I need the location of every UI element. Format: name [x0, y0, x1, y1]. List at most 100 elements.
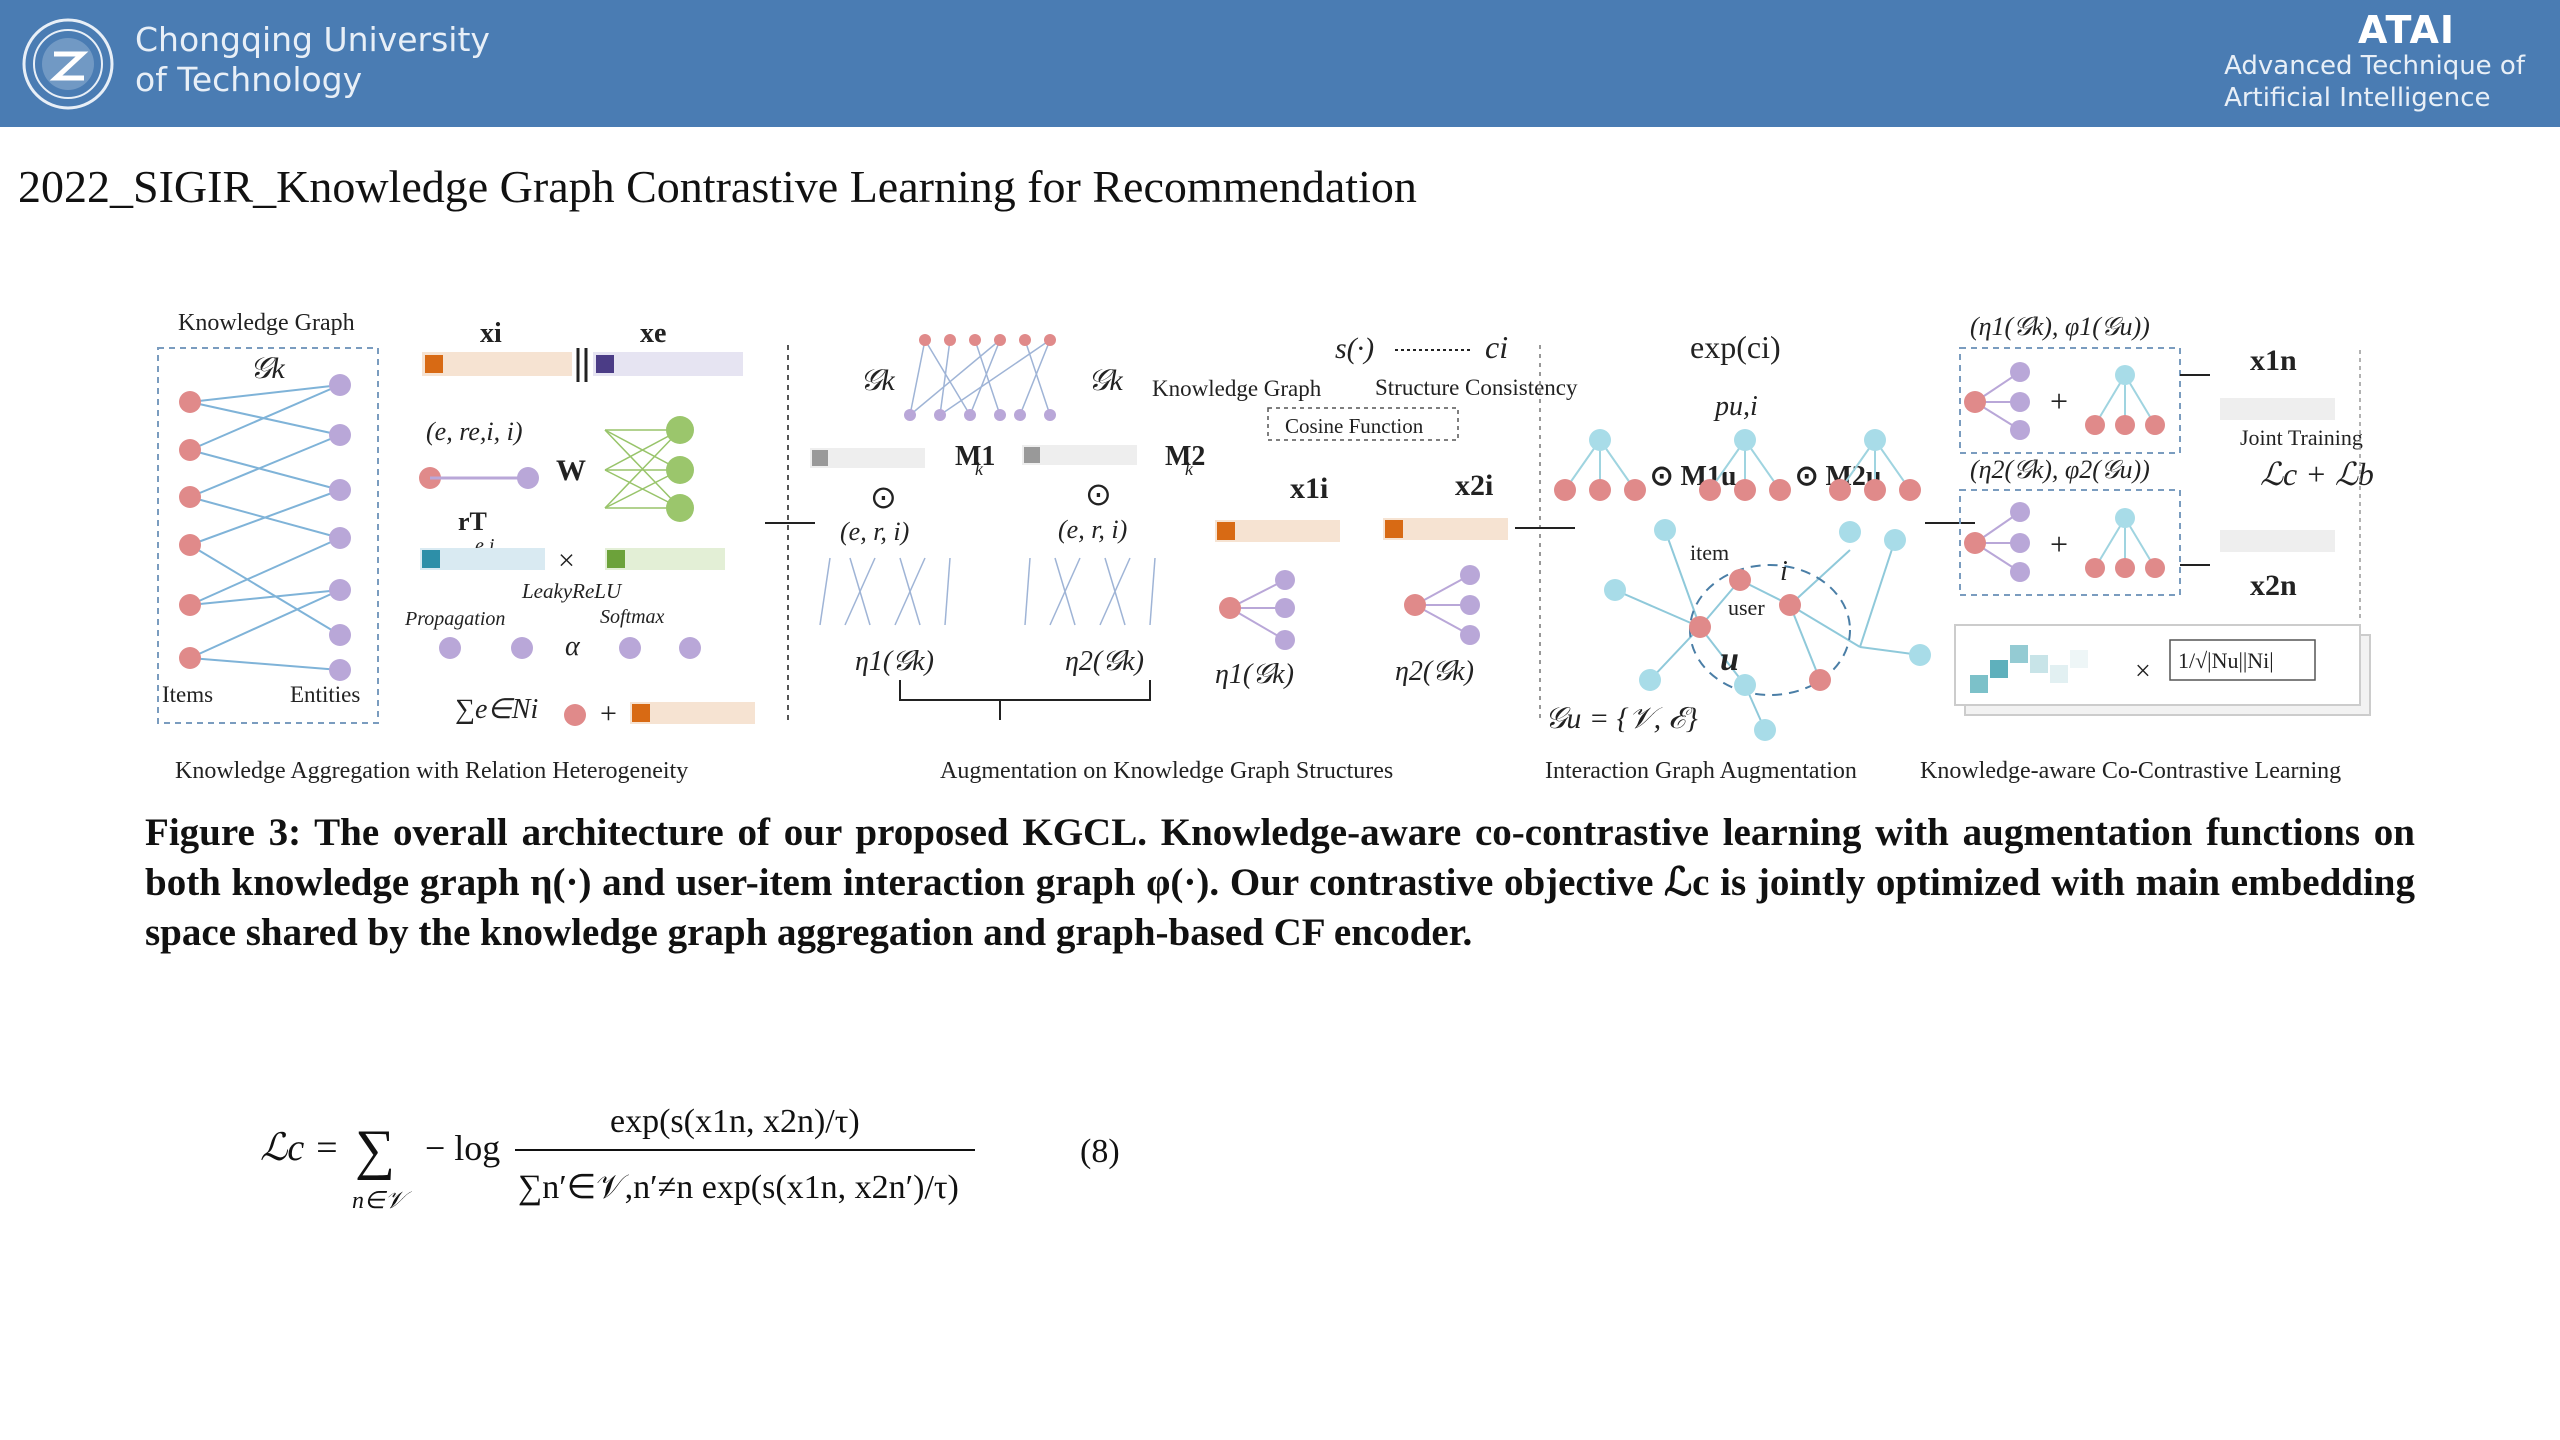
kg-box	[157, 347, 379, 724]
ci-label: ci	[1485, 329, 1508, 365]
w-cell	[607, 550, 625, 568]
eta1-graph-edges	[819, 557, 951, 626]
m2-sub: k	[1185, 459, 1194, 479]
top-plus: +	[2050, 383, 2068, 419]
kg-sample-bottom	[904, 409, 1056, 421]
xe-cell	[596, 355, 614, 373]
xn1-vector	[2220, 398, 2335, 420]
merge-bracket	[899, 680, 1151, 701]
odot-left: ⊙	[870, 479, 897, 515]
entities-label: Entities	[290, 682, 360, 707]
eq-sum-sub: n∈𝒱	[352, 1188, 413, 1214]
m1-label: M1	[955, 441, 995, 472]
bottom-pair-box	[1959, 489, 2181, 596]
err-left: (e, r, i)	[840, 517, 909, 546]
eta1-label: η1(𝒢k)	[855, 646, 934, 677]
xn2-label: x2n	[2250, 569, 2297, 602]
m1-sub: k	[975, 459, 984, 479]
university-line2: of Technology	[135, 60, 363, 99]
cosine-box	[1267, 407, 1459, 441]
interaction-edges	[1614, 529, 1921, 731]
mid-tree	[1699, 429, 1791, 501]
m2-label: M2	[1165, 441, 1205, 472]
eta2-graph-edges	[1024, 557, 1156, 626]
top-pair-box	[1959, 347, 2181, 454]
panel1-caption: Knowledge Aggregation with Relation Hete…	[175, 758, 688, 784]
xn1-label: x1n	[2250, 344, 2297, 377]
eq-lhs: ℒc =	[260, 1127, 339, 1169]
eta2-label: η2(𝒢k)	[1065, 646, 1144, 677]
items-label: Items	[162, 682, 213, 707]
softmax-label: Softmax	[600, 606, 665, 628]
norm-label: 1/√|Nu||Ni|	[2178, 648, 2274, 673]
header-bar: Chongqing University of Technology ATAI …	[0, 0, 2560, 127]
xi-cell	[425, 355, 443, 373]
x2-subgraph	[1404, 565, 1480, 645]
top-pair-graphs	[1964, 362, 2165, 440]
joint-label: Joint Training	[2240, 425, 2363, 450]
times-symbol: ×	[558, 544, 575, 577]
right-tree	[1829, 429, 1921, 501]
propagation-label: Propagation	[404, 608, 505, 630]
item-nodes	[179, 391, 201, 669]
eq-number: (8)	[1080, 1133, 1120, 1170]
out-cell	[632, 704, 650, 722]
m2-cell	[1024, 447, 1040, 463]
loss-label: ℒc + ℒb	[2260, 456, 2374, 492]
sum-label: ∑e∈Ni	[455, 694, 538, 725]
norm-matrix	[1970, 645, 2088, 693]
entity-nodes	[329, 374, 351, 681]
left-tree	[1554, 429, 1646, 501]
m1-cell	[812, 450, 828, 466]
kg-sample-edges	[909, 339, 1051, 416]
rt-vector	[420, 548, 545, 570]
kg-small-label: Knowledge Graph	[1152, 376, 1322, 401]
figure-caption: Figure 3: The overall architecture of ou…	[145, 811, 2415, 954]
lab-name: Advanced Technique of Artificial Intelli…	[2224, 50, 2525, 114]
x2-cell	[1385, 520, 1403, 538]
leaky-label: LeakyReLU	[521, 579, 623, 603]
kg-sample-top	[919, 334, 1056, 346]
x2-label: x2i	[1455, 469, 1493, 502]
eta2b-label: η2(𝒢k)	[1395, 656, 1474, 687]
xi-vector	[422, 352, 572, 376]
cosine-label: Cosine Function	[1285, 414, 1424, 438]
interaction-item-nodes	[1689, 569, 1831, 691]
bottom-plus: +	[2050, 526, 2068, 562]
xe-vector	[593, 352, 743, 376]
w-vector	[605, 548, 725, 570]
panel4-caption: Knowledge-aware Co-Contrastive Learning	[1920, 758, 2341, 784]
mlp-nodes	[666, 416, 694, 522]
alpha-label: α	[565, 631, 581, 662]
x1-vector	[1215, 520, 1340, 542]
x1-label: x1i	[1290, 472, 1328, 505]
u-label: u	[1720, 641, 1739, 678]
university-name: Chongqing University of Technology	[135, 20, 490, 100]
kg-gk-label: 𝒢k	[250, 352, 285, 385]
eq-sum: ∑	[355, 1119, 395, 1181]
plus-symbol: +	[600, 697, 617, 730]
eq-neglog: − log	[425, 1128, 500, 1168]
panel3-caption: Interaction Graph Augmentation	[1545, 758, 1857, 784]
top-pair-label: (η1(𝒢k), φ1(𝒢u))	[1970, 312, 2150, 341]
m2-vector	[1022, 445, 1137, 465]
architecture-figure: Knowledge Graph 𝒢k Items Entities xi xe …	[157, 310, 2374, 784]
gk-left-label: 𝒢k	[860, 364, 895, 397]
x2-vector	[1383, 518, 1508, 540]
i-label: i	[1780, 556, 1788, 587]
university-line1: Chongqing University	[135, 20, 490, 59]
out-vector	[630, 702, 755, 724]
w-label: W	[556, 454, 586, 487]
eq-denominator: ∑n′∈𝒱,n′≠n exp(s(x1n, x2n′)/τ)	[518, 1169, 959, 1206]
bottom-pair-label: (η2(𝒢k), φ2(𝒢u))	[1970, 455, 2150, 484]
s-func-label: s(·)	[1335, 332, 1374, 365]
user-label: user	[1728, 595, 1765, 620]
x1-cell	[1217, 522, 1235, 540]
attention-nodes	[439, 637, 701, 659]
triple-tail-node	[517, 467, 539, 489]
xe-label: xe	[640, 318, 666, 349]
equation-8: ℒc = ∑ n∈𝒱 − log exp(s(x1n, x2n)/τ) ∑n′∈…	[260, 1103, 1120, 1214]
pui-label: pu,i	[1713, 391, 1758, 422]
item-label: item	[1690, 540, 1729, 565]
university-logo-icon	[22, 18, 114, 110]
